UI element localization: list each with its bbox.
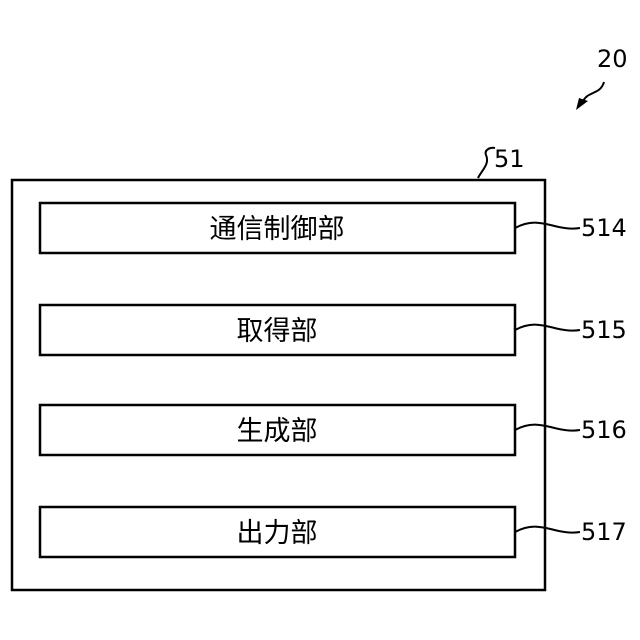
unit-ref: 515 xyxy=(581,316,627,344)
unit-ref: 517 xyxy=(581,518,627,546)
figure-ref-arrowhead xyxy=(576,98,588,110)
unit-label: 通信制御部 xyxy=(210,214,345,245)
unit-block: 通信制御部 514 xyxy=(40,203,627,253)
unit-label: 出力部 xyxy=(237,518,318,549)
unit-ref: 516 xyxy=(581,416,627,444)
figure-ref-label: 20 xyxy=(597,45,628,73)
unit-leader xyxy=(515,425,580,431)
unit-label: 取得部 xyxy=(237,316,318,347)
unit-leader xyxy=(515,223,580,229)
unit-block: 生成部 516 xyxy=(40,405,627,455)
unit-block: 取得部 515 xyxy=(40,305,627,355)
unit-leader xyxy=(515,325,580,331)
unit-label: 生成部 xyxy=(237,416,318,447)
unit-block: 出力部 517 xyxy=(40,507,627,557)
unit-ref: 514 xyxy=(581,214,627,242)
unit-leader xyxy=(515,527,580,533)
outer-box-ref: 51 xyxy=(494,145,525,173)
outer-box-leader xyxy=(478,148,495,178)
